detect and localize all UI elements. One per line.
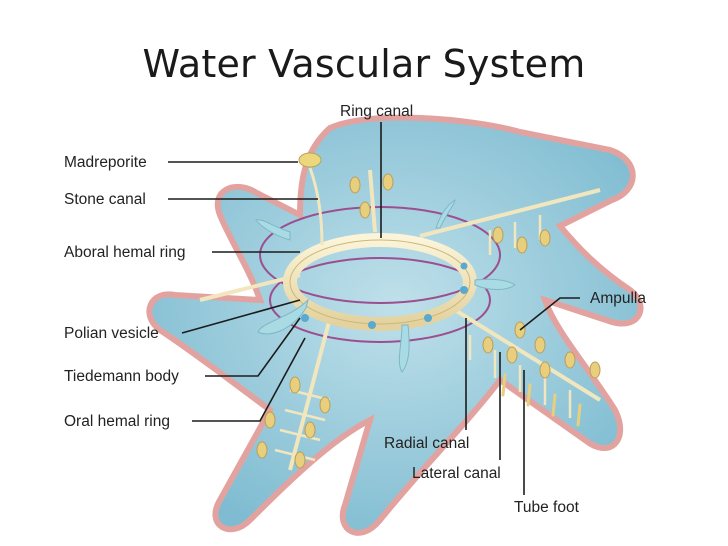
leader-lines (168, 122, 580, 495)
polian-vesicles (255, 199, 516, 373)
label-ampulla: Ampulla (590, 290, 646, 307)
ampullae (256, 173, 601, 469)
stone-canal-shape (308, 167, 324, 246)
label-tiedemann-body: Tiedemann body (64, 368, 179, 385)
lateral-canals (274, 215, 572, 462)
madreporite-shape (298, 152, 322, 168)
label-lateral-canal: Lateral canal (412, 465, 501, 482)
oral-hemal-ring-shape (269, 257, 491, 343)
tiedemann-bodies (301, 262, 468, 329)
tube-feet (501, 373, 582, 427)
label-polian-vesicle: Polian vesicle (64, 325, 159, 342)
label-madreporite: Madreporite (64, 154, 147, 171)
label-ring-canal: Ring canal (340, 103, 413, 120)
label-stone-canal: Stone canal (64, 191, 146, 208)
label-tube-foot: Tube foot (514, 499, 580, 516)
aboral-hemal-ring-shape (259, 206, 501, 304)
label-aboral-hemal-ring: Aboral hemal ring (64, 244, 185, 261)
label-oral-hemal-ring: Oral hemal ring (64, 413, 170, 430)
slide-title: Water Vascular System (142, 42, 586, 86)
label-radial-canal: Radial canal (384, 435, 469, 452)
